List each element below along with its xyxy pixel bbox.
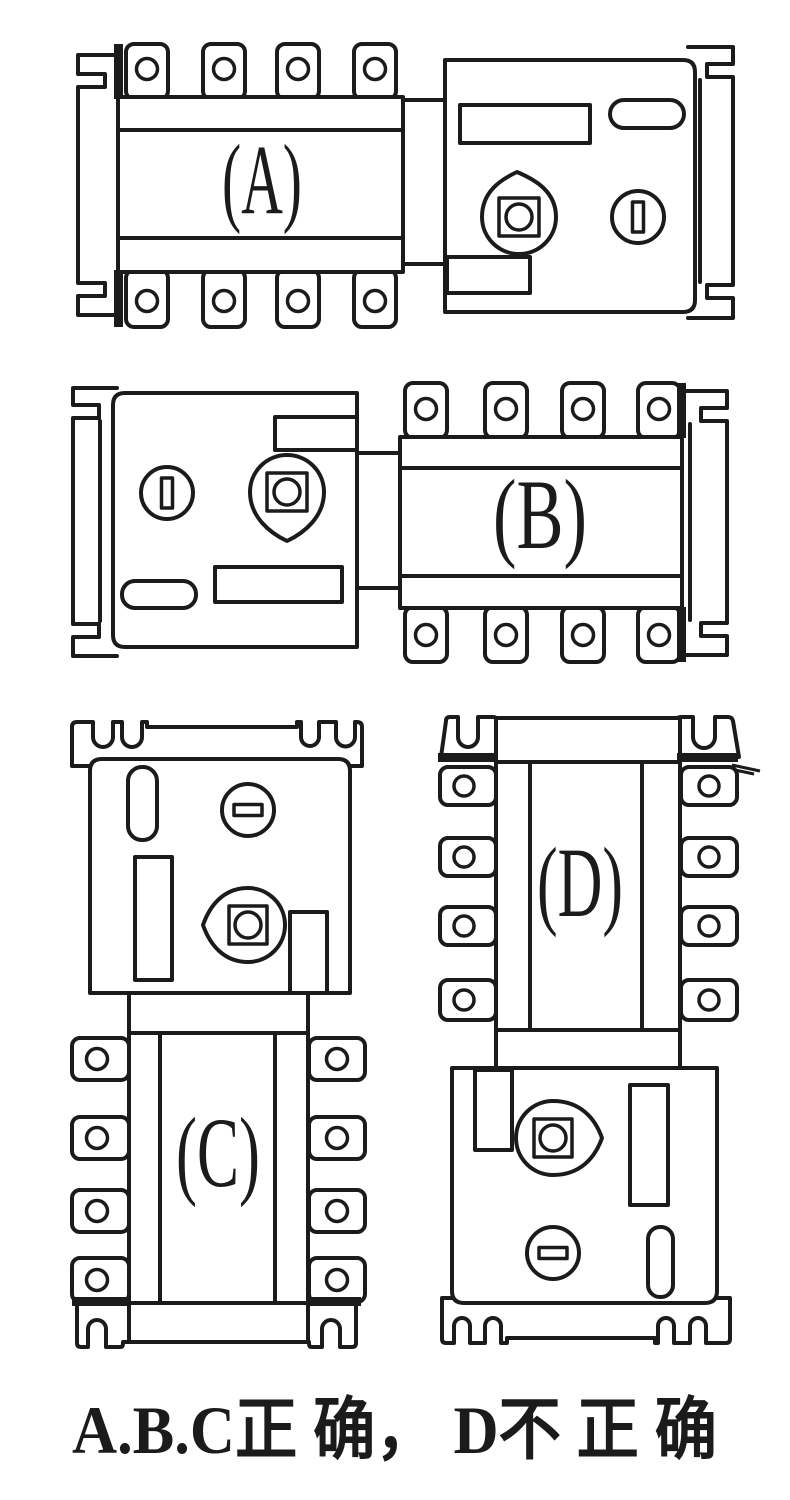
terminal-lugs-left — [438, 765, 498, 1022]
switch-body — [355, 435, 684, 610]
handle-socket-icon — [514, 1099, 604, 1177]
indicator-pill — [608, 98, 686, 130]
rail-plate-bottom — [440, 1296, 732, 1345]
rail-plate-top — [70, 720, 364, 768]
figure-a-label: (A) — [222, 124, 302, 235]
indicator-pill — [120, 579, 198, 610]
clamp-mark — [438, 753, 497, 762]
terminal-lugs-top — [403, 381, 682, 440]
label-plate — [473, 1068, 514, 1152]
controller-box — [450, 1066, 719, 1305]
screw-head-icon — [139, 465, 195, 521]
din-clip-right — [686, 45, 735, 320]
display-window — [458, 103, 592, 145]
figure-a: (A) — [76, 42, 735, 329]
mount-bracket-right — [682, 389, 729, 657]
handle-socket-icon — [480, 170, 558, 256]
handle-socket-icon — [201, 886, 287, 964]
display-window — [133, 855, 174, 982]
terminal-lugs-right — [307, 1036, 367, 1304]
clamp-mark — [677, 607, 686, 662]
clamp-hatch — [731, 763, 761, 776]
label-plate — [213, 565, 344, 604]
display-window — [628, 1083, 670, 1207]
switch-body — [116, 95, 447, 274]
controller-box — [111, 391, 359, 649]
switch-body — [127, 991, 310, 1344]
controller-box — [443, 58, 697, 314]
clamp-mark — [114, 44, 123, 99]
figure-b-label: (B) — [493, 459, 587, 570]
switch-body — [494, 716, 682, 1070]
terminal-lugs-bottom — [124, 268, 398, 329]
indicator-pill — [646, 1225, 675, 1299]
figure-c: (C) — [70, 720, 367, 1349]
caption: A.B.C正 确， D不 正 确 — [72, 1392, 717, 1468]
clamp-mark — [72, 1297, 129, 1306]
terminal-lugs-bottom — [403, 605, 682, 664]
display-window — [273, 415, 359, 452]
handle-socket-icon — [248, 453, 326, 543]
figure-b: (B) — [71, 381, 729, 664]
screw-head-icon — [610, 189, 666, 245]
figure-c-label: (C) — [176, 1097, 260, 1208]
figure-d: (D) — [438, 715, 761, 1345]
terminal-lugs-top — [124, 42, 398, 101]
screw-head-icon — [220, 782, 276, 838]
clamp-mark — [114, 270, 123, 327]
screw-head-icon — [525, 1225, 581, 1281]
mount-bracket-left — [76, 53, 123, 317]
terminal-lugs-right — [679, 765, 739, 1022]
figure-d-label: (D) — [537, 827, 623, 938]
terminal-lugs-left — [70, 1036, 131, 1304]
clamp-mark — [677, 753, 738, 762]
label-plate — [445, 255, 532, 295]
clamp-mark — [308, 1297, 361, 1306]
label-plate — [288, 910, 329, 995]
din-clip-left — [71, 386, 119, 658]
clamp-mark — [677, 383, 686, 438]
controller-box — [88, 757, 352, 995]
indicator-pill — [126, 765, 159, 842]
